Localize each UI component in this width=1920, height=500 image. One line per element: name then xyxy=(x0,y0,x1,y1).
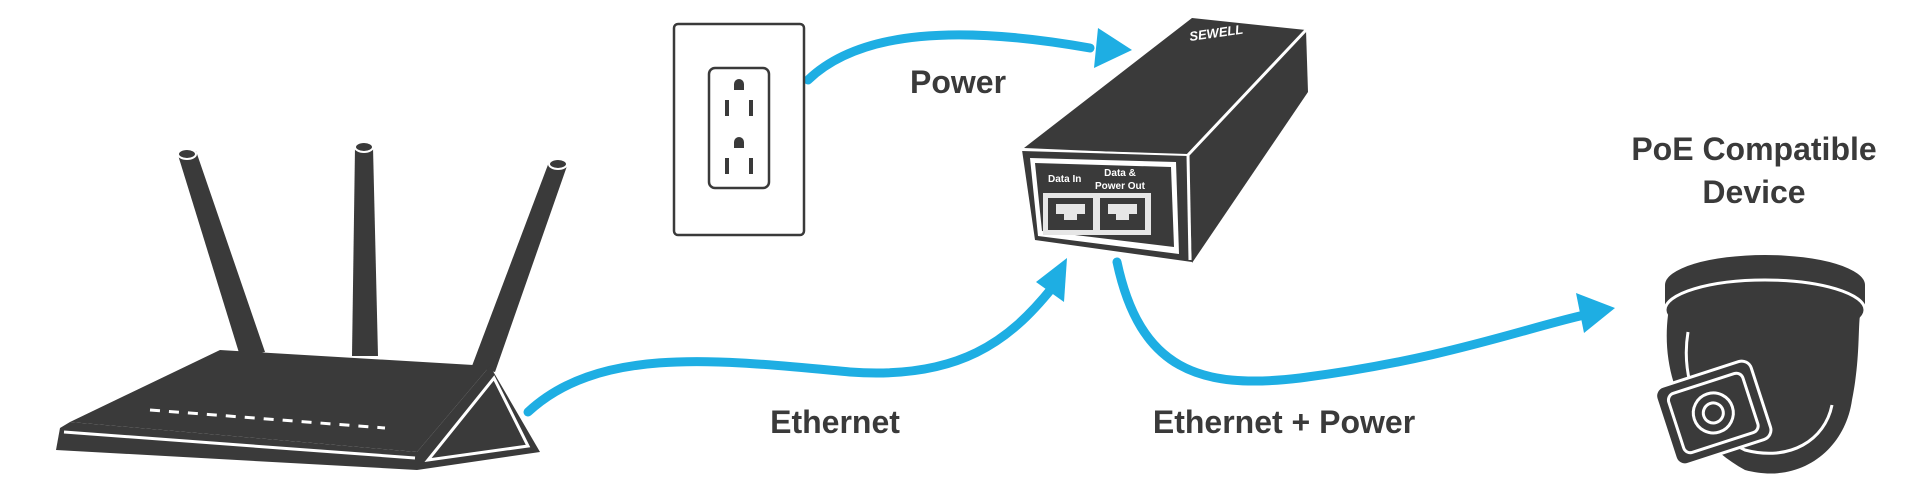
wall-outlet-icon xyxy=(672,22,806,237)
device-label-line1: PoE Compatible xyxy=(1631,131,1876,167)
data-power-out-port-icon xyxy=(1100,198,1145,230)
data-in-port-icon xyxy=(1048,198,1093,230)
power-arrow-icon xyxy=(1094,28,1132,68)
port-label-data-in: Data In xyxy=(1048,174,1081,185)
port-label-out-line2: Power Out xyxy=(1095,181,1146,192)
port-label-out-line1: Data & xyxy=(1104,168,1136,179)
cables xyxy=(523,28,1615,417)
ethernet-label: Ethernet xyxy=(770,404,900,440)
ethernet-arrow-icon xyxy=(1036,258,1067,302)
ethernet-power-label: Ethernet + Power xyxy=(1153,404,1415,440)
power-cable xyxy=(803,30,1095,85)
poe-injector-icon: SEWELL Data In Data & Power Out xyxy=(1021,18,1308,263)
router-icon xyxy=(56,141,568,470)
ethernet-cable xyxy=(523,283,1057,417)
device-label-line2: Device xyxy=(1702,174,1805,210)
ethernet-power-arrow-icon xyxy=(1576,293,1615,333)
dome-camera-icon xyxy=(1654,255,1867,474)
ethernet-power-cable xyxy=(1112,257,1585,386)
injector-brand: SEWELL xyxy=(1188,22,1244,44)
power-label: Power xyxy=(910,64,1006,100)
